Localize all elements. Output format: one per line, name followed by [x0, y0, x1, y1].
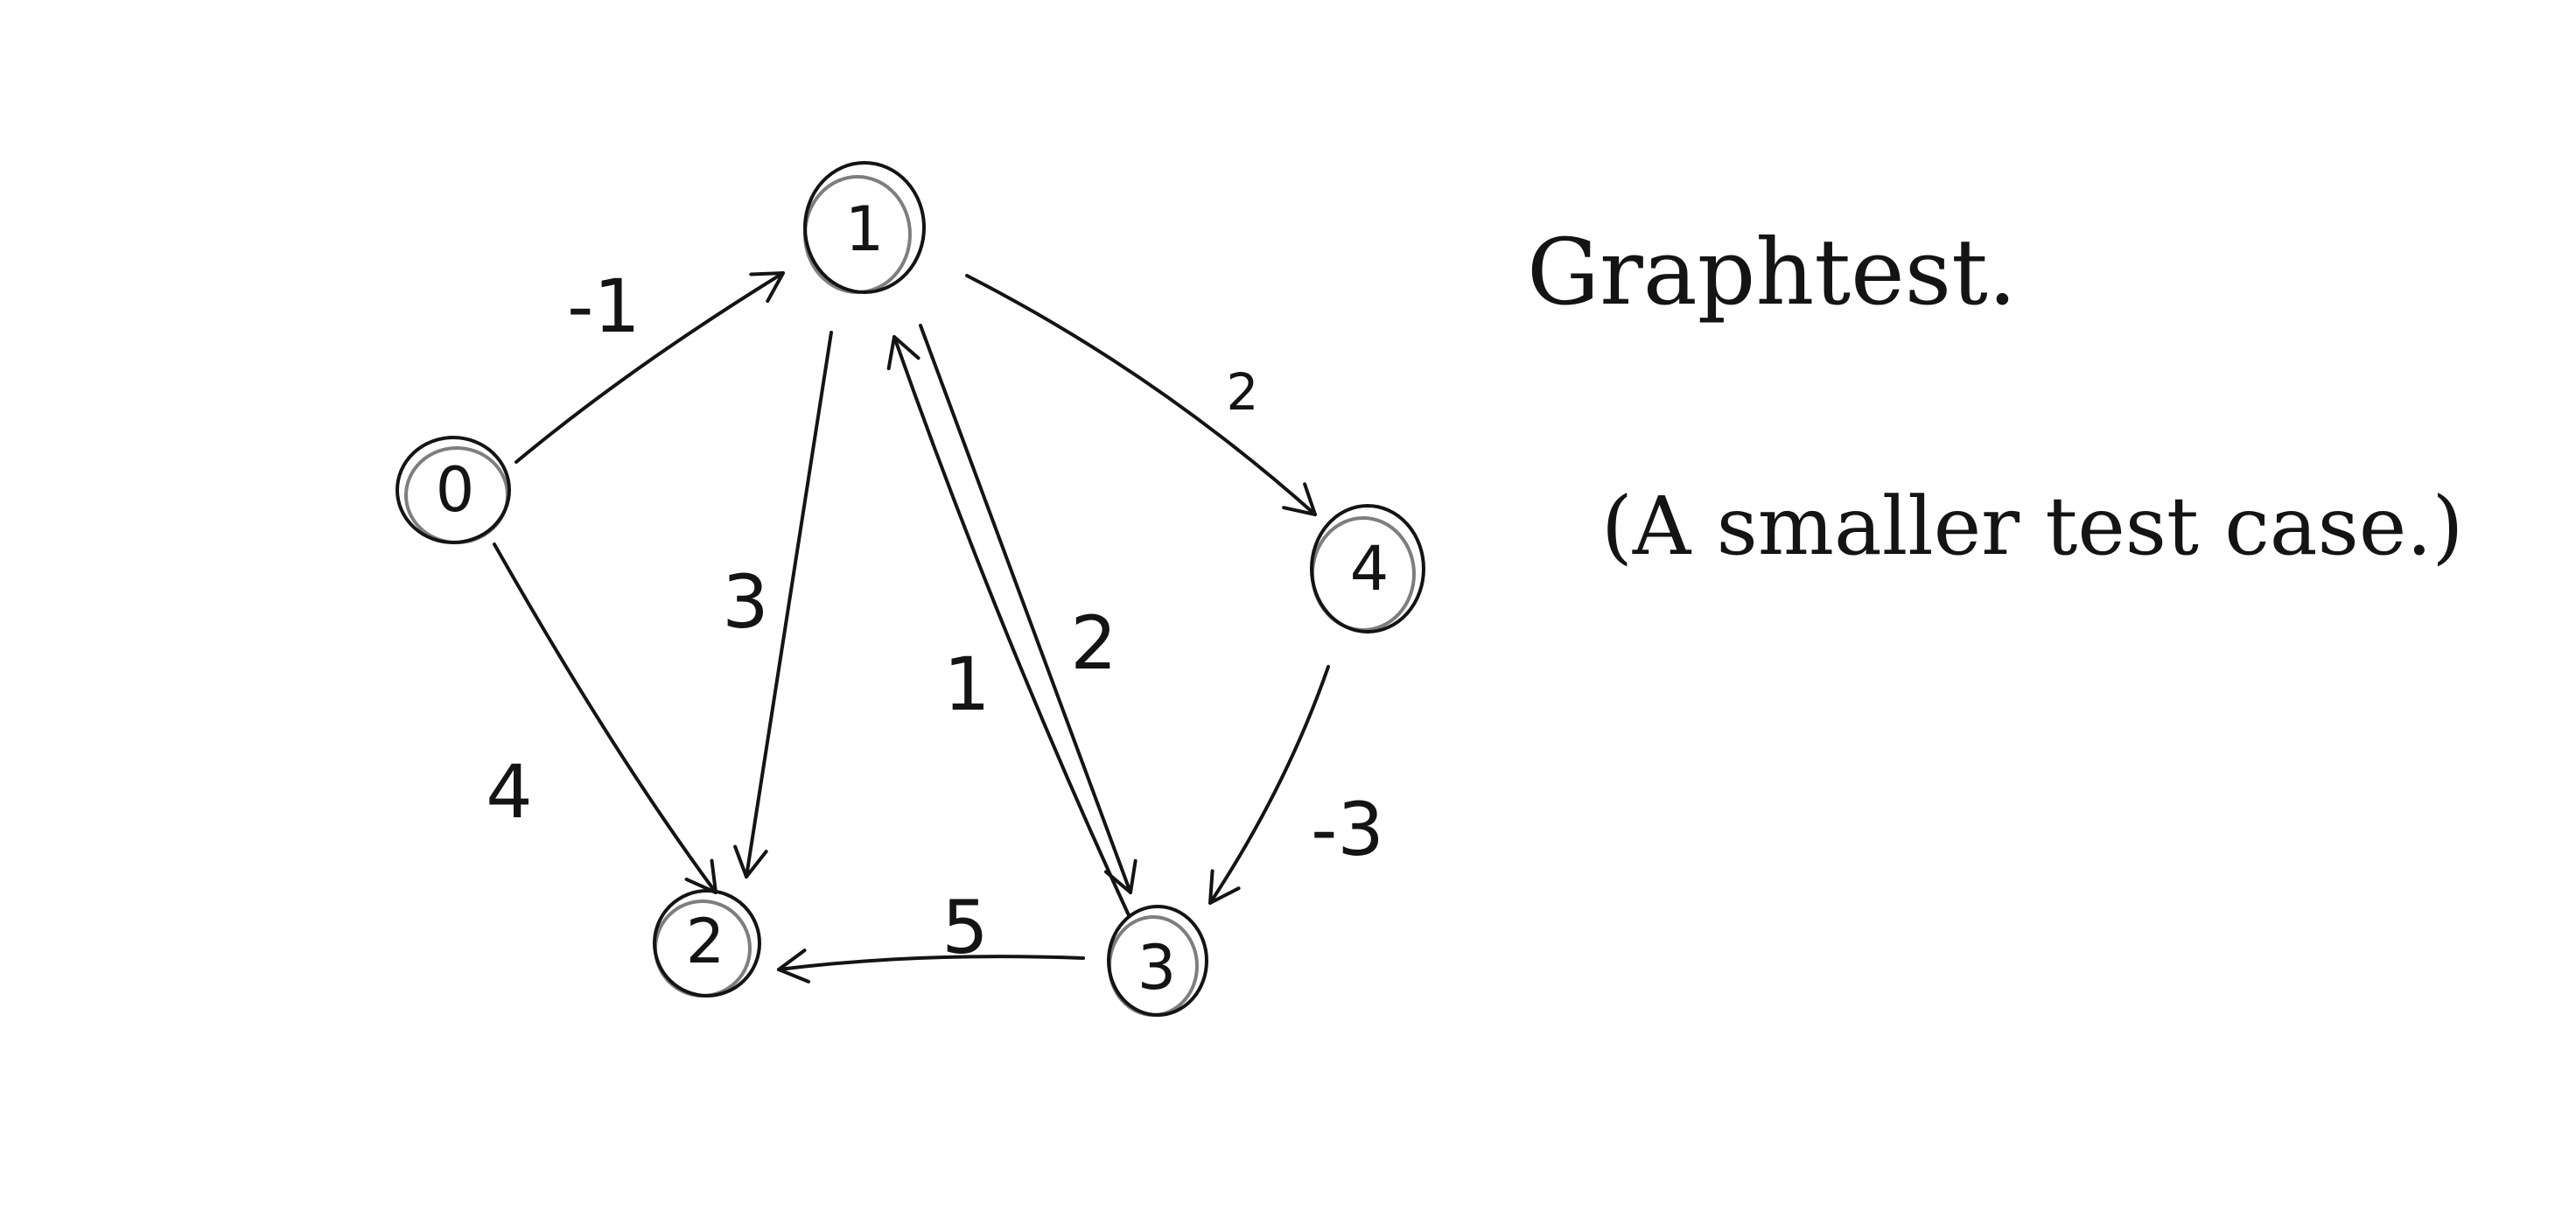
edge-1-to-4 — [965, 274, 1317, 516]
edge-weight-4-3: -3 — [1311, 787, 1384, 872]
edge-weight-1-3: 2 — [1070, 600, 1116, 686]
edge-1-to-2 — [733, 331, 833, 878]
node-2: 2 — [653, 889, 761, 998]
edge-weight-0-1: -1 — [567, 263, 640, 349]
edge-weight-3-2: 5 — [942, 885, 988, 970]
diagram-title: Graphtest. — [1527, 219, 2017, 326]
edge-1-to-3 — [919, 324, 1138, 894]
node-1-label: 1 — [845, 193, 885, 265]
edge-weight-3-1: 1 — [943, 641, 990, 727]
edge-4-to-3 — [1208, 665, 1330, 905]
node-2-label: 2 — [686, 906, 725, 977]
edge-3-to-2 — [777, 948, 1085, 984]
node-3: 3 — [1107, 905, 1208, 1017]
node-1: 1 — [803, 161, 926, 294]
node-4: 4 — [1310, 504, 1425, 634]
edge-3-to-1 — [886, 335, 1130, 917]
node-4-label: 4 — [1350, 533, 1390, 605]
node-0-label: 0 — [436, 454, 475, 526]
edge-weight-1-2: 3 — [722, 559, 768, 645]
node-3-label: 3 — [1138, 932, 1177, 1004]
edge-0-to-2 — [493, 542, 718, 894]
edge-0-to-1 — [514, 271, 785, 464]
node-0: 0 — [396, 436, 511, 544]
edge-weight-0-2: 4 — [486, 749, 532, 835]
diagram-subtitle: (A smaller test case.) — [1601, 480, 2464, 573]
edge-weight-1-4: 2 — [1227, 362, 1259, 422]
